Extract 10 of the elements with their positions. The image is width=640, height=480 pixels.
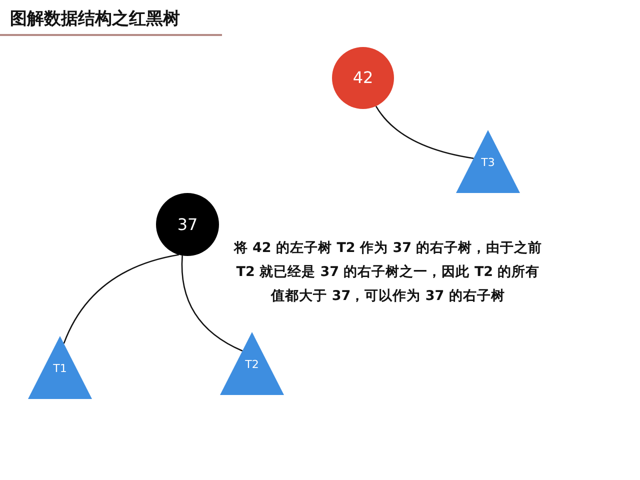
subtree-label: T2 [245, 358, 259, 372]
tree-edge [63, 254, 179, 344]
subtree-label: T3 [481, 156, 495, 170]
explanation-text: 将 42 的左子树 T2 作为 37 的右子树，由于之前 T2 就已经是 37 的右子树之一，因此 T2 的所有值都大于 37，可以作为 37 的右子树 [232, 239, 544, 306]
node-key: 37 [177, 212, 198, 236]
title: 图解数据结构之红黑树 [10, 8, 180, 30]
node-key: 42 [352, 66, 374, 90]
tree-edge [375, 106, 474, 159]
subtree-label: T1 [53, 362, 67, 376]
tree-edge [181, 256, 243, 352]
